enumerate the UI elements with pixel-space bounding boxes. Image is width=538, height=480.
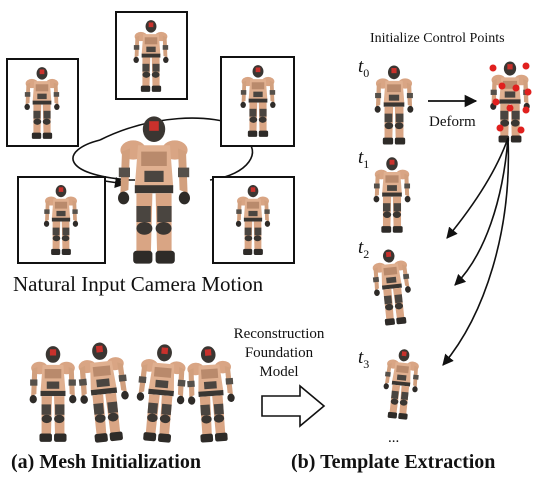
model-text-line1: Reconstruction (233, 326, 325, 342)
camera-frame-bottom-right (212, 176, 295, 264)
camera-frame-top-right (220, 56, 295, 147)
deform-label: Deform (429, 114, 476, 130)
control-points (489, 62, 532, 134)
label-b: (b) Template Extraction (291, 451, 496, 473)
label-a: (a) Mesh Initialization (11, 451, 201, 473)
model-text-line3: Model (259, 364, 299, 380)
time-label-t0: t0 (358, 56, 370, 80)
time-label-t1: t1 (358, 147, 370, 171)
camera-frame-top (115, 11, 188, 100)
control-points-header: Initialize Control Points (370, 31, 505, 46)
control-points-figure (489, 61, 532, 143)
model-text-line2: Foundation (244, 345, 314, 361)
ellipsis: ... (388, 430, 400, 446)
hollow-arrow-icon (261, 384, 326, 428)
camera-motion-caption: Natural Input Camera Motion (13, 272, 264, 296)
camera-frame-top-left (6, 58, 79, 147)
time-label-t2: t2 (358, 237, 370, 261)
camera-frame-bottom-left (17, 176, 106, 264)
time-label-t3: t3 (358, 347, 370, 371)
